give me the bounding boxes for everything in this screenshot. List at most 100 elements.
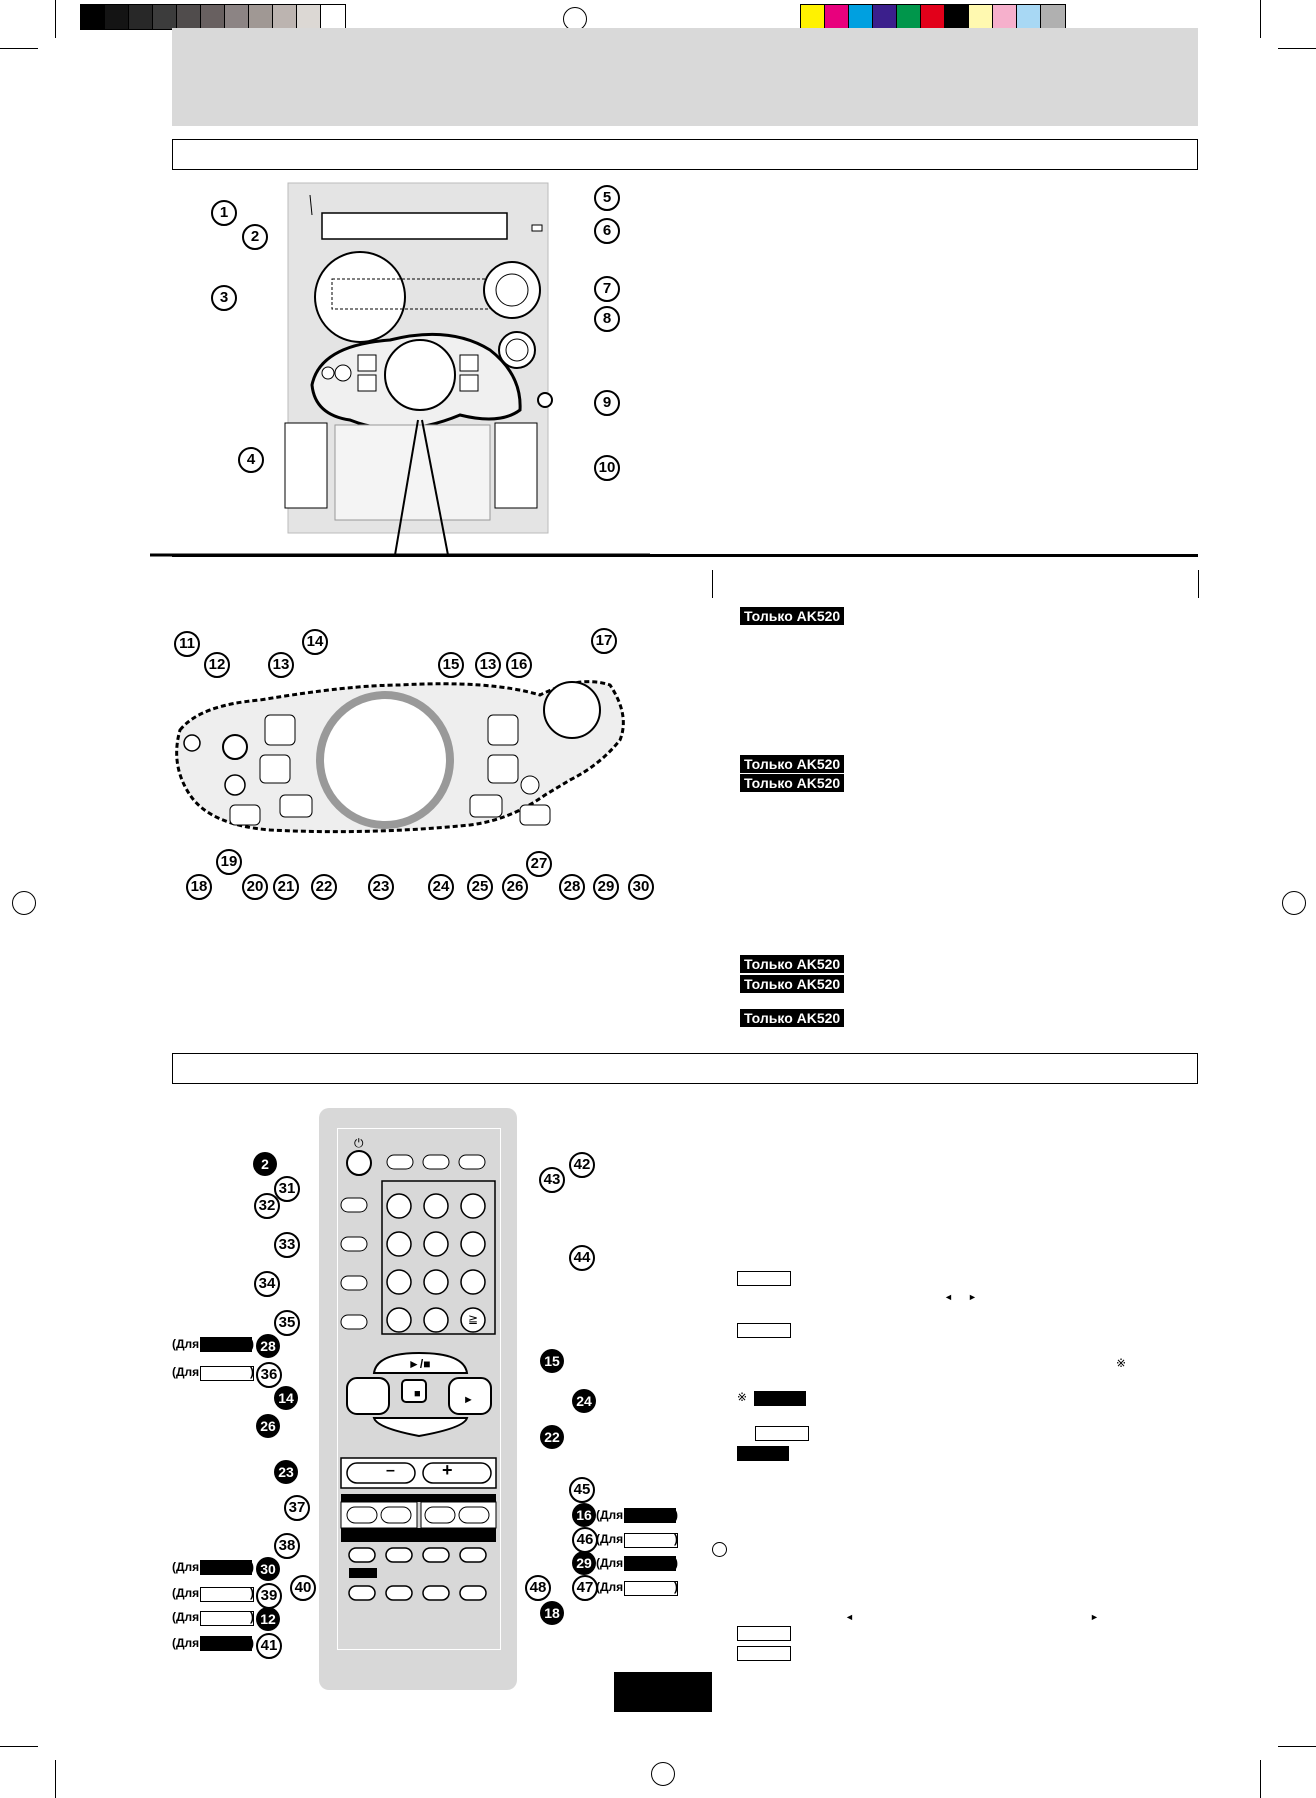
color-swatch [872, 4, 898, 30]
model-box-empty [200, 1587, 254, 1602]
column-divider-right [1198, 570, 1199, 598]
callout-r37: 37 [284, 1495, 310, 1521]
color-swatch [152, 4, 178, 30]
callout-11: 11 [174, 631, 200, 657]
color-swatch [800, 4, 826, 30]
callout-21: 21 [273, 874, 299, 900]
callout-r12: 12 [256, 1607, 280, 1631]
callout-r36: 36 [256, 1362, 282, 1388]
control-panel-diagram [175, 680, 625, 834]
callout-18: 18 [186, 874, 212, 900]
crop-mark [0, 48, 38, 49]
model-tag: Только AK520 [740, 755, 845, 773]
close-paren: ) [250, 1636, 254, 1650]
color-swatch [1040, 4, 1066, 30]
color-swatch [200, 4, 226, 30]
registration-mark-right [1282, 891, 1306, 915]
color-swatch [296, 4, 322, 30]
color-swatch [896, 4, 922, 30]
color-swatch [992, 4, 1018, 30]
model-tag: Только AK520 [740, 955, 845, 973]
callout-r38: 38 [274, 1533, 300, 1559]
callout-r18: 18 [540, 1601, 564, 1625]
crop-mark [55, 0, 56, 38]
callout-14: 14 [302, 629, 328, 655]
reference-mark: ※ [1116, 1356, 1127, 1370]
callout-5: 5 [594, 185, 620, 211]
callout-29: 29 [593, 874, 619, 900]
main-unit-diagram [150, 182, 650, 557]
for-model-label: (Для [172, 1365, 200, 1379]
callout-r34: 34 [254, 1271, 280, 1297]
arrow-left-mark: ◄ [944, 1292, 953, 1302]
callout-25: 25 [467, 874, 493, 900]
model-box-empty [200, 1611, 254, 1626]
legend-box-empty [737, 1626, 791, 1641]
callout-1: 1 [211, 200, 237, 226]
callout-r24: 24 [572, 1389, 596, 1413]
callout-r16: 16 [572, 1503, 596, 1527]
main-divider-line [172, 554, 1198, 557]
model-box-empty [624, 1581, 678, 1596]
remote-inner-frame [337, 1128, 501, 1650]
crop-mark [0, 1746, 38, 1747]
color-swatch [1016, 4, 1042, 30]
color-swatch [224, 4, 250, 30]
callout-r15: 15 [540, 1349, 564, 1373]
remote-play-stop-label: ►/■ [408, 1357, 431, 1371]
callout-22: 22 [311, 874, 337, 900]
callout-16: 16 [506, 652, 532, 678]
color-swatch [104, 4, 130, 30]
color-swatch [248, 4, 274, 30]
color-swatch [944, 4, 970, 30]
color-swatch [920, 4, 946, 30]
callout-r30: 30 [256, 1557, 280, 1581]
callout-26: 26 [502, 874, 528, 900]
close-paren: ) [250, 1586, 254, 1600]
remote-plus-label: + [442, 1460, 453, 1480]
model-box-black [200, 1560, 252, 1575]
color-swatch [848, 4, 874, 30]
color-swatch [320, 4, 346, 30]
callout-r32: 32 [254, 1193, 280, 1219]
close-paren: ) [250, 1560, 254, 1574]
crop-mark [55, 1760, 56, 1798]
model-box-black [200, 1337, 252, 1352]
close-paren: ) [674, 1580, 678, 1594]
legend-box-empty [737, 1271, 791, 1286]
arrow-right-mark: ► [968, 1292, 977, 1302]
remote-stop-label: ■ [414, 1388, 421, 1400]
callout-13-left: 13 [268, 652, 294, 678]
callout-15: 15 [438, 652, 464, 678]
callout-10: 10 [594, 455, 620, 481]
close-paren: ) [674, 1508, 678, 1522]
crop-mark [1260, 1760, 1261, 1798]
model-box-black [624, 1508, 676, 1523]
for-model-label: (Для [172, 1586, 200, 1600]
close-paren: ) [250, 1610, 254, 1624]
callout-r22: 22 [540, 1425, 564, 1449]
color-swatch [128, 4, 154, 30]
callout-r40: 40 [290, 1575, 316, 1601]
callout-r2: 2 [253, 1152, 277, 1176]
for-model-label: (Для [596, 1556, 624, 1570]
legend-box-black [737, 1446, 789, 1461]
legend-box-empty [737, 1646, 791, 1661]
callout-r44: 44 [569, 1245, 595, 1271]
callout-27: 27 [526, 851, 552, 877]
remote-buttons [340, 1150, 497, 1601]
column-divider-left [712, 570, 713, 598]
callout-r48: 48 [525, 1575, 551, 1601]
callout-r33: 33 [274, 1232, 300, 1258]
crop-mark [1278, 48, 1316, 49]
model-box-empty [624, 1533, 678, 1548]
color-swatch [176, 4, 202, 30]
callout-12: 12 [204, 652, 230, 678]
callout-r42: 42 [569, 1152, 595, 1178]
for-model-label: (Для [172, 1560, 200, 1574]
callout-17: 17 [591, 628, 617, 654]
callout-20: 20 [242, 874, 268, 900]
model-box-black [624, 1556, 676, 1571]
callout-r46: 46 [572, 1527, 598, 1553]
model-tag: Только AK520 [740, 1009, 845, 1027]
